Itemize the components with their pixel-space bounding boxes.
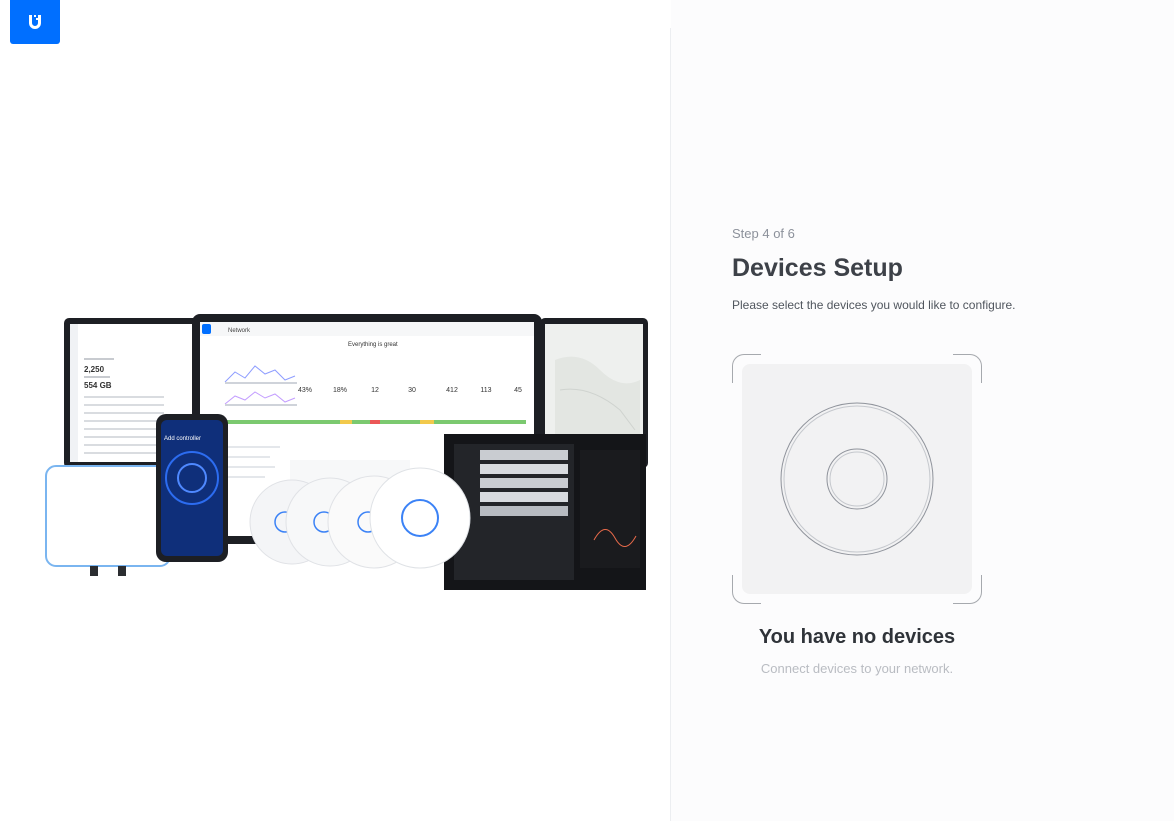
frame-corner-bottom-right [953, 575, 982, 604]
ubiquiti-logo[interactable] [10, 0, 60, 44]
frame-corner-top-right [953, 354, 982, 383]
page-title: Devices Setup [732, 254, 903, 282]
hero-stat-1: 43% [298, 387, 312, 394]
device-placeholder-frame [732, 354, 982, 604]
page-description: Please select the devices you would like… [732, 298, 1016, 312]
product-hero-illustration: 2,250 554 GB Network Everything is great… [45, 314, 648, 590]
server-rack [444, 434, 646, 590]
access-point-icon [780, 402, 934, 556]
hero-stat-2: 18% [333, 387, 347, 394]
empty-state-title: You have no devices [758, 626, 956, 648]
ubiquiti-u-logo-icon [29, 15, 41, 29]
empty-state-description: Connect devices to your network. [760, 661, 954, 676]
frame-corner-top-left [732, 354, 761, 383]
monitor-app-name: Network [228, 328, 251, 334]
step-indicator: Step 4 of 6 [732, 226, 795, 241]
hero-stat-6: 113 [480, 387, 491, 394]
frame-corner-bottom-left [732, 575, 761, 604]
hero-stat-7: 45 [514, 387, 522, 394]
hero-stat-3: 12 [371, 387, 379, 394]
phone-title: Add controller [164, 436, 201, 442]
access-points [249, 467, 471, 569]
phone: Add controller [156, 414, 228, 562]
monitor-status-text: Everything is great [348, 342, 398, 348]
hero-stat-4: 30 [408, 387, 416, 394]
hero-stat-5: 412 [446, 387, 458, 394]
left-screen-stat-1: 2,250 [84, 365, 105, 374]
device-placeholder-card [742, 364, 972, 594]
outdoor-access-point [45, 465, 171, 576]
left-screen-stat-2: 554 GB [84, 381, 112, 390]
panel-divider [670, 28, 671, 821]
